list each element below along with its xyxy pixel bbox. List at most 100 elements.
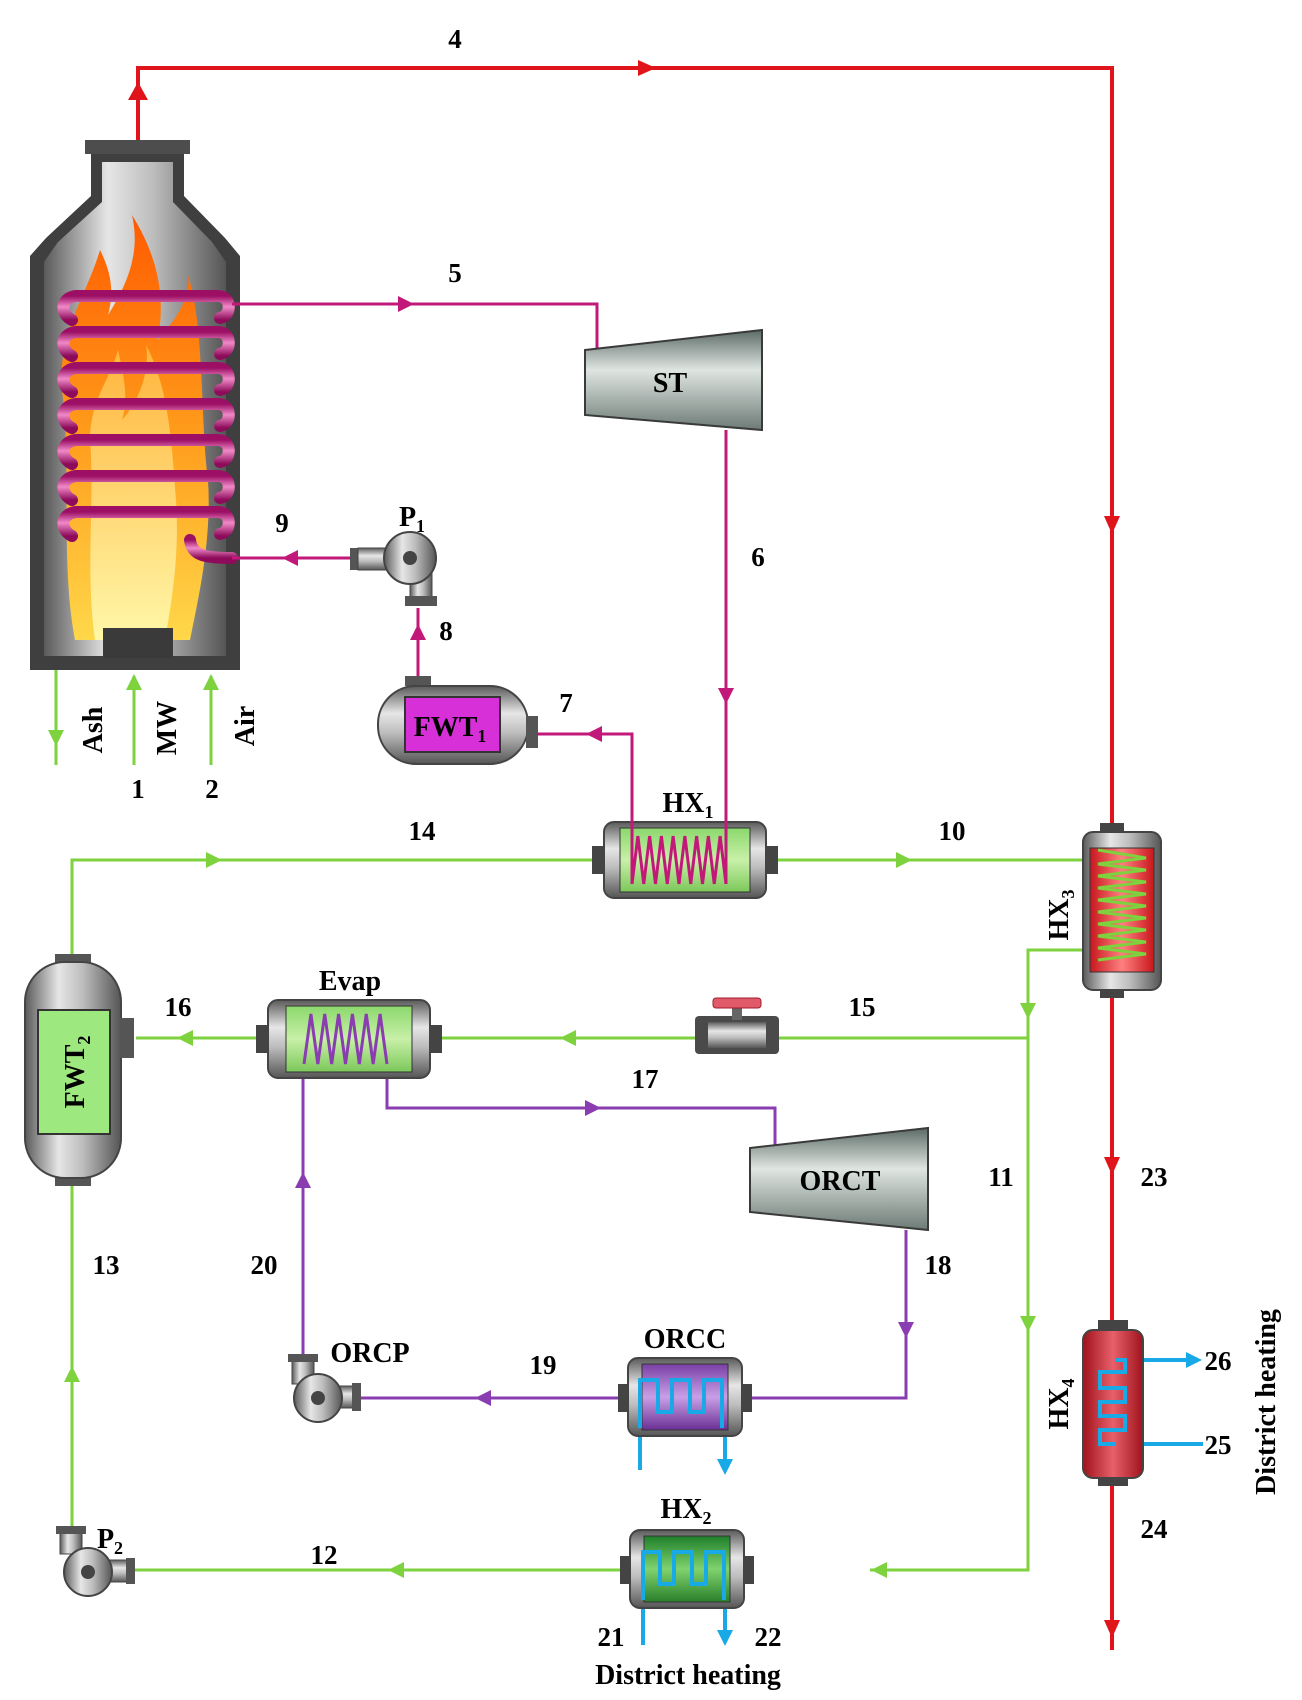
orcp-inlet-flange <box>288 1354 318 1362</box>
coil-outlet <box>184 534 238 564</box>
orcp-hub <box>311 1391 325 1405</box>
label-23: 23 <box>1141 1162 1168 1192</box>
flame-inner <box>90 345 177 640</box>
flue-arrows <box>128 60 1120 1638</box>
label-11: 11 <box>988 1162 1014 1192</box>
label-25: 25 <box>1205 1430 1232 1460</box>
arrow-16 <box>177 1030 193 1046</box>
orc-turbine: ORCT <box>749 1126 929 1232</box>
fwt2-flange <box>120 1018 134 1058</box>
label-10: 10 <box>939 816 966 846</box>
p2-inlet-flange <box>56 1526 86 1534</box>
hx2-label: HX2 <box>661 1494 712 1528</box>
stack-cap <box>85 140 190 154</box>
arrow-23 <box>1104 1157 1120 1175</box>
water-lines <box>70 858 1085 1572</box>
arrow-11c <box>871 1562 887 1578</box>
coil-ring <box>57 506 235 542</box>
orcc-coil <box>638 1378 724 1428</box>
hx3-bottom-nozzle <box>1100 988 1124 998</box>
label-8: 8 <box>439 616 453 646</box>
orct-label: ORCT <box>800 1166 881 1197</box>
valve-handwheel <box>712 997 762 1009</box>
p2-hub <box>81 1565 95 1579</box>
hx3-label: HX3 <box>1044 890 1078 941</box>
st-body <box>584 328 763 432</box>
mw-label: MW <box>152 701 183 755</box>
p1-label: P1 <box>399 502 425 536</box>
label-22: 22 <box>755 1622 782 1652</box>
orc-pump: ORCP <box>288 1338 410 1423</box>
hx3-top-nozzle <box>1100 823 1124 833</box>
burner <box>103 628 173 658</box>
stream-labels: 4 5 6 7 8 9 10 11 12 13 14 15 16 17 18 1… <box>93 24 1232 1652</box>
label-2: 2 <box>205 774 219 804</box>
arrow-12 <box>388 1562 404 1578</box>
arrow-to-hx3 <box>1104 516 1120 534</box>
valve-stem <box>732 1006 742 1020</box>
label-15: 15 <box>849 992 876 1022</box>
arrow-orcc-out <box>717 1459 733 1475</box>
steam-turbine: ST <box>584 328 763 432</box>
arrow-20 <box>295 1172 311 1188</box>
p2-label: P2 <box>97 1524 123 1558</box>
hx4-coil <box>1098 1358 1127 1446</box>
district-arrows <box>717 1352 1202 1646</box>
hx1-flange-right <box>764 846 778 874</box>
orcc-core <box>641 1363 729 1431</box>
valve-center <box>708 1022 766 1048</box>
p2-outlet-flange <box>126 1558 135 1584</box>
hx4-top-nozzle <box>1098 1320 1128 1330</box>
arrow-14 <box>206 852 222 868</box>
district-heating-bottom: District heating <box>595 1660 781 1691</box>
hx4-bottom-nozzle <box>1098 1476 1128 1486</box>
arrow-24 <box>1104 1620 1120 1638</box>
label-16: 16 <box>165 992 192 1022</box>
orc-line-17 <box>385 1062 777 1148</box>
label-19: 19 <box>530 1350 557 1380</box>
fwt1: FWT1 <box>377 676 538 765</box>
evap-label: Evap <box>319 966 381 997</box>
label-20: 20 <box>251 1250 278 1280</box>
evap-flange-right <box>428 1025 442 1053</box>
label-18: 18 <box>925 1250 952 1280</box>
coil-ring <box>57 290 235 326</box>
arrow-9 <box>282 550 298 566</box>
hx2-core <box>643 1535 731 1603</box>
coil-ring <box>57 362 235 398</box>
steam-arrows <box>282 296 734 742</box>
fwt1-nozzle <box>405 676 431 686</box>
ash-label: Ash <box>78 706 109 753</box>
fwt1-label: FWT1 <box>414 712 487 746</box>
orc-lines <box>301 1062 908 1400</box>
fwt2-bottom-nozzle <box>55 1176 91 1186</box>
arrow-18 <box>898 1322 914 1338</box>
arrow-15 <box>560 1030 576 1046</box>
orc-arrows <box>295 1100 914 1406</box>
st-label: ST <box>653 368 688 399</box>
coil-ring <box>57 434 235 470</box>
evaporator: Evap <box>256 966 442 1079</box>
arrow-22 <box>717 1630 733 1646</box>
orcc-label: ORCC <box>644 1324 726 1355</box>
furnace-coil <box>57 290 238 564</box>
inlet-lines <box>54 670 213 765</box>
fwt2: FWT2 <box>24 954 134 1186</box>
arrow-up-stack <box>128 82 148 100</box>
coil-ring <box>57 398 235 434</box>
arrow-11a <box>1020 1003 1036 1019</box>
hx1-flange-left <box>592 846 606 874</box>
p1-hub <box>403 551 417 565</box>
coil-ring <box>57 470 235 506</box>
label-9: 9 <box>275 508 289 538</box>
hx4-label: HX4 <box>1044 1379 1078 1430</box>
arrow-17 <box>585 1100 601 1116</box>
arrow-7 <box>586 726 602 742</box>
arrow-19 <box>475 1390 491 1406</box>
orcp-label: ORCP <box>330 1338 409 1369</box>
arrow-6 <box>718 688 734 704</box>
arrow-5 <box>398 296 414 312</box>
label-17: 17 <box>632 1064 659 1094</box>
